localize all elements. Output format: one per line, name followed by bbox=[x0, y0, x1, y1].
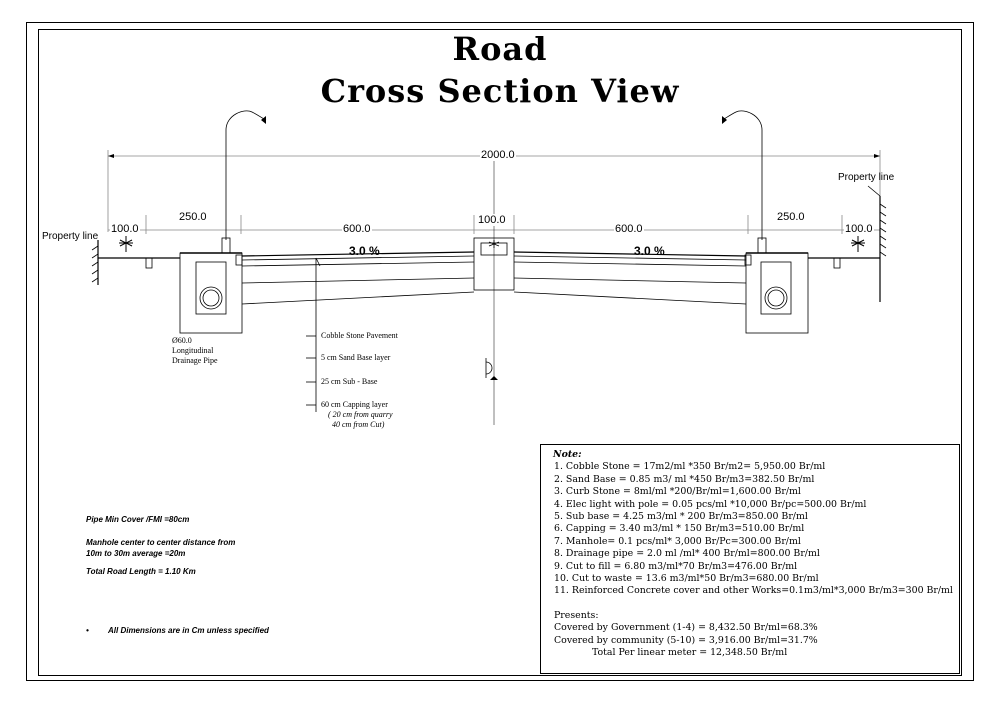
dim-left-lane: 600.0 bbox=[342, 223, 372, 235]
dim-left-property: 100.0 bbox=[110, 223, 140, 235]
layer-subbase: 25 cm Sub - Base bbox=[321, 377, 378, 386]
note-item: 4. Elec light with pole = 0.05 pcs/ml *1… bbox=[554, 498, 867, 510]
title-cross-section: Cross Section View bbox=[320, 72, 680, 110]
road-length-note: Total Road Length = 1.10 Km bbox=[86, 567, 196, 576]
slope-right: 3.0 % bbox=[634, 244, 665, 258]
dim-median: 100.0 bbox=[477, 214, 507, 226]
cost-notes-box: Note: 1. Cobble Stone = 17m2/ml *350 Br/… bbox=[540, 444, 960, 674]
notes-gap bbox=[554, 598, 959, 610]
tree-icon bbox=[851, 236, 865, 252]
title-road: Road bbox=[452, 30, 548, 68]
note-item: 7. Manhole= 0.1 pcs/ml* 3,000 Br/Pc=300.… bbox=[554, 535, 801, 547]
note-item: 2. Sand Base = 0.85 m3/ ml *450 Br/m3=38… bbox=[554, 473, 815, 485]
pipe-label: Ø60.0 Longitudinal Drainage Pipe bbox=[172, 336, 218, 365]
dim-left-side: 250.0 bbox=[178, 211, 208, 223]
drawing-border-outer bbox=[26, 22, 974, 681]
notes-title: Note: bbox=[553, 449, 582, 460]
tree-icon bbox=[119, 236, 133, 252]
note-item: 1. Cobble Stone = 17m2/ml *350 Br/m2= 5,… bbox=[554, 461, 826, 473]
gov-share: Covered by Government (1-4) = 8,432.50 B… bbox=[554, 622, 818, 634]
dimensions-note: All Dimensions are in Cm unless specifie… bbox=[108, 626, 269, 635]
note-item: 3. Curb Stone = 8ml/ml *200/Br/ml=1,600.… bbox=[554, 486, 801, 498]
manhole-note-1: Manhole center to center distance from bbox=[86, 538, 236, 547]
note-item: 11. Reinforced Concrete cover and other … bbox=[554, 585, 953, 597]
dim-total: 2000.0 bbox=[480, 149, 516, 161]
total-per-meter: Total Per linear meter = 12,348.50 Br/ml bbox=[592, 647, 788, 659]
property-line-right: Property line bbox=[838, 172, 895, 183]
community-share: Covered by community (5-10) = 3,916.00 B… bbox=[554, 634, 818, 646]
dim-right-property: 100.0 bbox=[844, 223, 874, 235]
layer-sand: 5 cm Sand Base layer bbox=[321, 353, 391, 362]
note-item: 6. Capping = 3.40 m3/ml * 150 Br/m3=510.… bbox=[554, 523, 805, 535]
drawing-border-inner bbox=[38, 29, 962, 676]
layer-capping-cut: 40 cm from Cut) bbox=[332, 420, 385, 429]
layer-cobble: Cobble Stone Pavement bbox=[321, 331, 398, 340]
manhole-note-2: 10m to 30m average =20m bbox=[86, 549, 186, 558]
note-item: 8. Drainage pipe = 2.0 ml /ml* 400 Br/ml… bbox=[554, 548, 820, 560]
note-item: 10. Cut to waste = 13.6 m3/ml*50 Br/m3=6… bbox=[554, 573, 819, 585]
property-line-left: Property line bbox=[42, 231, 99, 242]
presents-label: Presents: bbox=[554, 609, 599, 621]
layer-capping: 60 cm Capping layer bbox=[321, 400, 388, 409]
note-item: 9. Cut to fill = 6.80 m3/ml*70 Br/m3=476… bbox=[554, 560, 798, 572]
slope-left: 3.0 % bbox=[349, 244, 380, 258]
layer-capping-quarry: ( 20 cm from quarry bbox=[328, 410, 393, 419]
dim-right-side: 250.0 bbox=[776, 211, 806, 223]
pipe-cover-note: Pipe Min Cover /FMI =80cm bbox=[86, 515, 190, 524]
dim-right-lane: 600.0 bbox=[614, 223, 644, 235]
bullet-icon: • bbox=[86, 626, 89, 635]
median-plant-icon bbox=[488, 240, 500, 248]
note-item: 5. Sub base = 4.25 m3/ml * 200 Br/m3=850… bbox=[554, 511, 808, 523]
